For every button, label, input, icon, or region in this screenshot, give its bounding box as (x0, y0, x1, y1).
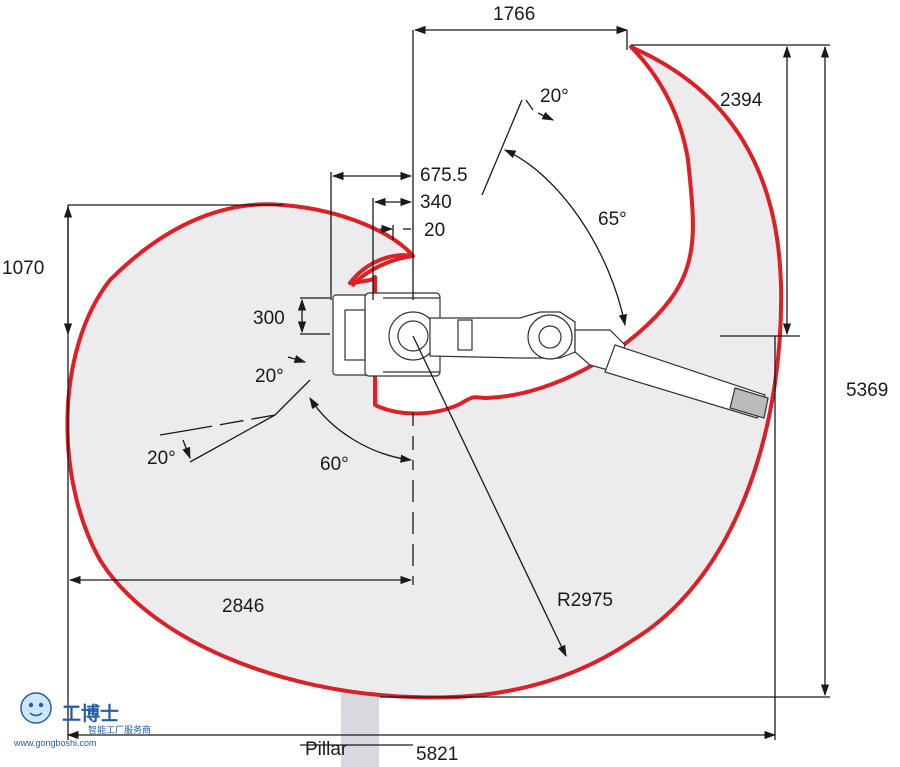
dim-5369: 5369 (846, 380, 888, 401)
mascot-icon (20, 692, 52, 724)
dim-1766: 1766 (493, 4, 535, 25)
dim-2846: 2846 (222, 596, 264, 617)
angle-lower-20-b: 20° (147, 448, 176, 469)
dim-300: 300 (253, 308, 285, 329)
watermark-tagline: 智能工厂服务商 (88, 724, 151, 735)
watermark-name: 工博士 (62, 702, 119, 725)
dim-675-5: 675.5 (420, 165, 468, 186)
dim-r2975: R2975 (557, 590, 613, 611)
robot-base (332, 292, 441, 377)
angle-65: 65° (598, 209, 627, 230)
dim-5821: 5821 (416, 744, 458, 765)
angle-lower-20-a: 20° (255, 366, 284, 387)
dim-1070: 1070 (2, 258, 44, 279)
dimension-lines (63, 25, 830, 746)
work-envelope (65, 45, 784, 700)
envelope-inner-notch (350, 254, 414, 288)
angle-60: 60° (320, 454, 349, 475)
pillar-label: Pillar (305, 739, 348, 760)
dim-2394: 2394 (720, 90, 763, 111)
watermark-logo: 工博士 智能工厂服务商 www.gongboshi.com (13, 692, 151, 748)
angle-upper-20: 20° (540, 86, 569, 107)
watermark-url: www.gongboshi.com (13, 738, 97, 748)
dim-340: 340 (420, 192, 452, 213)
dim-20: 20 (424, 220, 445, 241)
